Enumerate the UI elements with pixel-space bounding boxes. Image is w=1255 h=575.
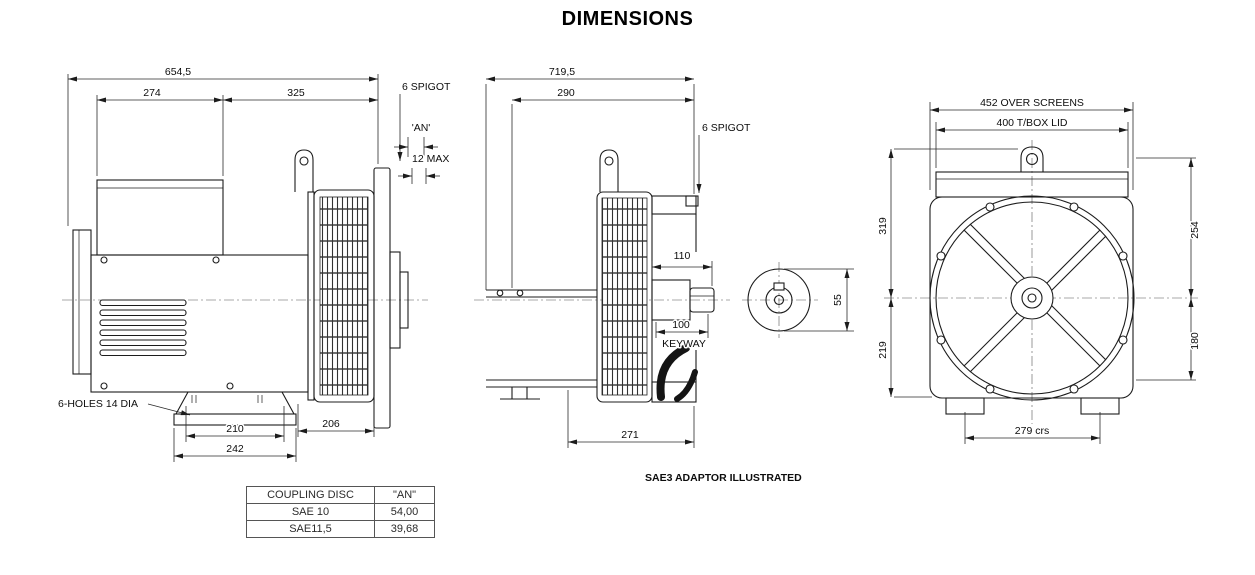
label-keyway: KEYWAY <box>662 338 706 350</box>
middle-view-outline <box>474 149 730 403</box>
dim-shaft-ext: 110 <box>674 250 691 262</box>
dim-foot-length: 242 <box>226 443 244 455</box>
page-title: DIMENSIONS <box>561 8 694 30</box>
table-row: SAE 10 54,00 <box>246 503 435 521</box>
dim-right-bottom: 180 <box>1189 332 1201 350</box>
table-cell-disc: SAE 10 <box>246 503 375 521</box>
table-header-an: "AN" <box>374 486 435 504</box>
dim-foot-holes: 210 <box>226 423 244 435</box>
dim-grille-length: 206 <box>322 418 340 430</box>
table-cell-an: 39,68 <box>374 520 435 538</box>
dim-tbox-lid: 400 T/BOX LID <box>996 117 1067 129</box>
dim-mid-overall: 719,5 <box>549 66 575 78</box>
front-view-outline <box>884 140 1198 424</box>
adaptor-caption: SAE3 ADAPTOR ILLUSTRATED <box>645 472 802 484</box>
label-an: 'AN' <box>412 122 431 134</box>
label-mid-spigot: 6 SPIGOT <box>702 122 751 134</box>
front-view-dimensions: 452 OVER SCREENS 400 T/BOX LID 319 219 2… <box>876 96 1203 444</box>
dim-bell-length: 271 <box>621 429 639 441</box>
dim-keyway-length: 100 <box>672 319 690 331</box>
table-cell-disc: SAE11,5 <box>246 520 375 538</box>
label-left-spigot: 6 SPIGOT <box>402 81 451 93</box>
dim-left-frame: 274 <box>143 87 161 99</box>
middle-side-view: 719,5 290 6 SPIGOT 110 100 KEYWAY <box>474 65 753 448</box>
table-cell-an: 54,00 <box>374 503 435 521</box>
label-12-max: 12 MAX <box>412 153 449 165</box>
left-view-outline <box>62 149 428 429</box>
dim-left-adaptor: 325 <box>287 87 305 99</box>
shaft-end-view: 55 <box>742 262 854 338</box>
dim-over-screens: 452 OVER SCREENS <box>980 97 1084 109</box>
coupling-disc-table: COUPLING DISC "AN" SAE 10 54,00 SAE11,5 … <box>246 486 435 538</box>
dim-foot-centres: 279 crs <box>1015 425 1049 437</box>
table-header-coupling-disc: COUPLING DISC <box>246 486 375 504</box>
dim-left-overall: 654,5 <box>165 66 191 78</box>
left-view-dimensions: 654,5 274 325 6 SPIGOT 'AN' 12 MAX <box>57 65 453 462</box>
middle-view-dimensions: 719,5 290 6 SPIGOT 110 100 KEYWAY <box>485 65 753 448</box>
left-side-view: 654,5 274 325 6 SPIGOT 'AN' 12 MAX <box>57 65 453 462</box>
label-holes: 6-HOLES 14 DIA <box>58 398 138 410</box>
table-header-row: COUPLING DISC "AN" <box>246 486 435 504</box>
dim-height-top: 319 <box>877 217 889 235</box>
dim-mid-adaptor: 290 <box>557 87 575 99</box>
front-view: 452 OVER SCREENS 400 T/BOX LID 319 219 2… <box>876 96 1203 444</box>
table-row: SAE11,5 39,68 <box>246 520 435 538</box>
dim-shaft-dia: 55 <box>832 294 844 306</box>
dim-right-top: 254 <box>1189 221 1201 239</box>
dim-height-bottom: 219 <box>877 341 889 359</box>
